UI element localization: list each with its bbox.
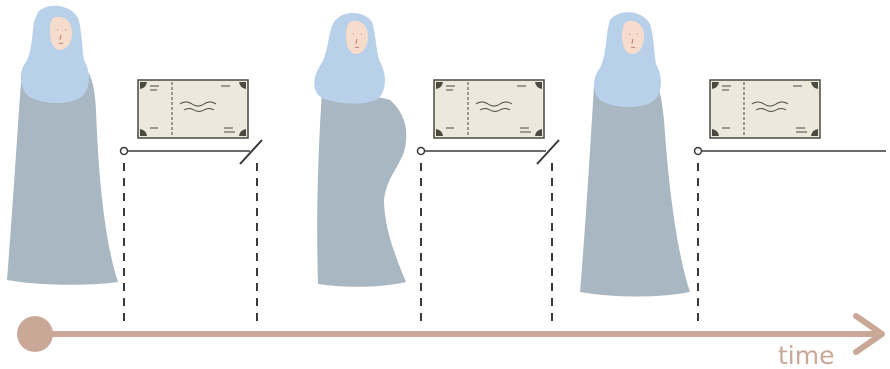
contract-start-marker [693, 146, 703, 156]
hijab [594, 12, 661, 108]
dress [580, 84, 690, 297]
woman-figure-2 [314, 13, 407, 287]
contract-2 [416, 79, 560, 322]
woman-figure-1 [7, 5, 118, 285]
contract-cut-marker [239, 139, 263, 165]
arrow-right-icon [853, 313, 885, 355]
marriage-contract-certificate-icon [137, 79, 249, 139]
face-details [629, 33, 638, 48]
time-axis: time [17, 313, 885, 369]
hijab [20, 5, 89, 104]
marriage-contract-certificate-icon [433, 79, 545, 139]
woman-figure-3 [580, 12, 690, 297]
contract-start-marker [416, 146, 426, 156]
contract-cut-marker [536, 139, 560, 165]
dress [317, 92, 407, 287]
face [622, 20, 644, 54]
face [346, 20, 368, 54]
contract-3 [693, 79, 886, 322]
face-details [353, 33, 362, 48]
marriage-contract-certificate-icon [709, 79, 821, 139]
time-axis-label: time [778, 341, 834, 369]
contract-start-marker [119, 146, 129, 156]
face-details [57, 29, 66, 44]
face [50, 16, 72, 50]
contract-1 [119, 79, 263, 322]
time-axis-start-dot [17, 316, 53, 352]
dress [7, 70, 118, 285]
